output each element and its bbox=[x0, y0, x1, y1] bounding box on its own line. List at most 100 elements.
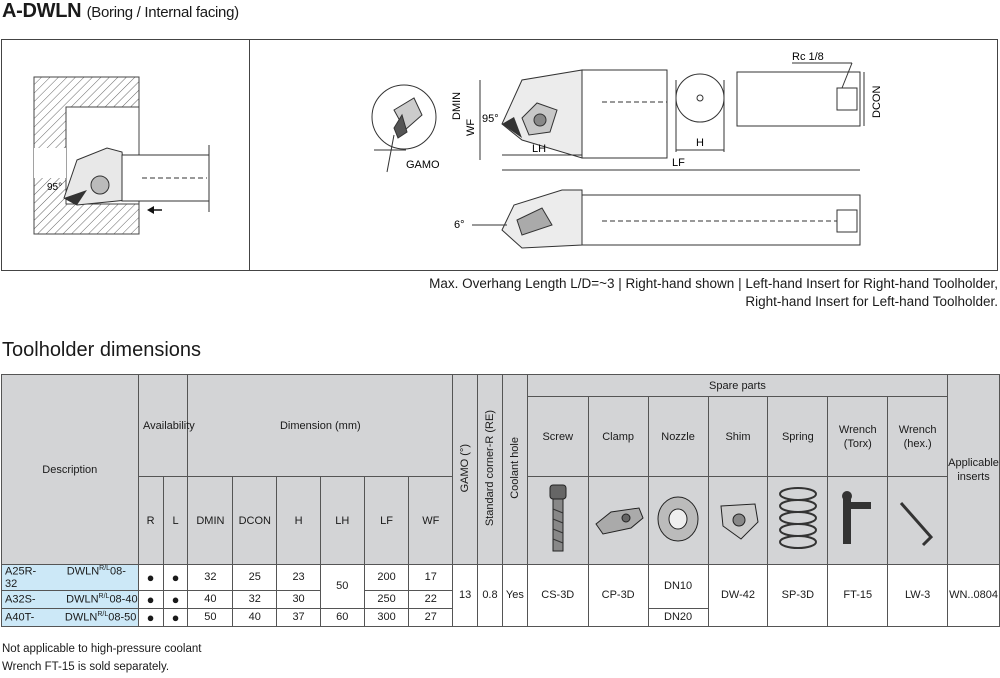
wrench-torx-value: FT-15 bbox=[827, 564, 889, 627]
lh-value: 60 bbox=[319, 607, 365, 627]
technical-drawing: 95° GAMO DMIN WF 95° LH LF bbox=[1, 39, 998, 271]
toolholder-end-view: H bbox=[675, 73, 725, 152]
wf-label: WF bbox=[465, 119, 477, 136]
clamp-image bbox=[587, 476, 649, 565]
coolant-value: Yes bbox=[501, 564, 528, 627]
dimensions-table: Description Availability Dimension (mm) … bbox=[1, 374, 1000, 627]
dmin-label: DMIN bbox=[451, 92, 463, 120]
shim-image bbox=[707, 476, 769, 565]
dcon-label: DCON bbox=[871, 86, 883, 118]
wrench-hex-value: LW-3 bbox=[887, 564, 949, 627]
toolholder-bottom-view: 6° bbox=[454, 189, 861, 249]
note-line-1: Max. Overhang Length L/D=~3 | Right-hand… bbox=[429, 276, 998, 291]
wrench-hex-image bbox=[887, 476, 949, 565]
bore-section-drawing: 95° bbox=[33, 76, 210, 235]
gamo-value: 13 bbox=[452, 564, 479, 627]
avail-l: ● bbox=[162, 607, 189, 627]
col-lh: LH bbox=[319, 476, 365, 565]
description-cell: A32S- DWLNR/L08-40 bbox=[1, 589, 139, 609]
drawing-note: Max. Overhang Length L/D=~3 | Right-hand… bbox=[429, 275, 998, 311]
lh-label: LH bbox=[532, 143, 546, 155]
col-nozzle: Nozzle bbox=[647, 396, 709, 477]
col-corner: Standard corner-R (RE) bbox=[477, 374, 503, 565]
lf-label: LF bbox=[672, 157, 685, 169]
col-lf: LF bbox=[363, 476, 410, 565]
title-main: A-DWLN bbox=[2, 0, 82, 22]
table-row: A40T- DWLNR/L08-50 ● ● 50 40 37 60 300 2… bbox=[1, 607, 1000, 627]
avail-l: ● bbox=[162, 564, 189, 591]
wf-value: 17 bbox=[408, 564, 454, 591]
h-value: 23 bbox=[276, 564, 321, 591]
col-screw: Screw bbox=[526, 396, 589, 477]
col-clamp: Clamp bbox=[587, 396, 649, 477]
wf-value: 22 bbox=[408, 589, 454, 609]
lh-shared-value: 50 bbox=[319, 564, 365, 609]
col-wf: WF bbox=[408, 476, 454, 565]
corner-value: 0.8 bbox=[477, 564, 503, 627]
shim-value: DW-42 bbox=[707, 564, 769, 627]
col-spare-parts: Spare parts bbox=[526, 374, 949, 397]
dcon-value: 40 bbox=[232, 607, 278, 627]
footnote-2: Wrench FT-15 is sold separately. bbox=[2, 661, 170, 673]
angle-95-left-label: 95° bbox=[47, 182, 62, 193]
col-availability: Availability bbox=[137, 374, 195, 477]
gamo-detail-drawing: GAMO bbox=[371, 84, 440, 173]
avail-l: ● bbox=[162, 589, 189, 609]
h-value: 30 bbox=[276, 589, 321, 609]
note-line-2: Right-hand Insert for Left-hand Toolhold… bbox=[745, 294, 998, 309]
col-wrench-torx: Wrench (Torx) bbox=[827, 396, 889, 477]
table-row: A25R- DWLNR/L08-32 ● ● 32 25 23 50 200 1… bbox=[1, 564, 1000, 627]
col-gamo: GAMO (°) bbox=[452, 374, 479, 565]
nozzle-image bbox=[647, 476, 709, 565]
description-cell: A40T- DWLNR/L08-50 bbox=[1, 607, 139, 627]
nozzle-value-2: DN20 bbox=[647, 607, 709, 627]
lf-value: 200 bbox=[363, 564, 410, 591]
gamo-label: GAMO bbox=[406, 159, 440, 171]
lf-value: 300 bbox=[363, 607, 410, 627]
wf-value: 27 bbox=[408, 607, 454, 627]
col-inserts: Applicable inserts bbox=[947, 374, 1000, 565]
col-description: Description bbox=[1, 374, 139, 565]
toolholder-top-view: DMIN WF 95° LH LF bbox=[451, 69, 860, 171]
col-dimension: Dimension (mm) bbox=[187, 374, 454, 477]
angle-95-label: 95° bbox=[482, 113, 499, 125]
angle-6-label: 6° bbox=[454, 219, 465, 231]
table-row: A32S- DWLNR/L08-40 ● ● 40 32 30 250 22 bbox=[1, 589, 1000, 609]
h-value: 37 bbox=[276, 607, 321, 627]
inserts-value: WN..0804 bbox=[947, 564, 1000, 627]
dmin-value: 32 bbox=[187, 564, 234, 591]
wrench-torx-image bbox=[827, 476, 889, 565]
nozzle-value-1: DN10 bbox=[647, 564, 709, 609]
col-wrench-hex: Wrench (hex.) bbox=[887, 396, 949, 477]
dmin-value: 50 bbox=[187, 607, 234, 627]
footnote-1: Not applicable to high-pressure coolant bbox=[2, 643, 202, 655]
rc-label: Rc 1/8 bbox=[792, 51, 824, 63]
dmin-value: 40 bbox=[187, 589, 234, 609]
col-l: L bbox=[162, 476, 189, 565]
col-spring: Spring bbox=[767, 396, 829, 477]
figure-divider bbox=[249, 40, 250, 270]
title-sub: (Boring / Internal facing) bbox=[86, 4, 240, 21]
col-dcon: DCON bbox=[232, 476, 278, 565]
col-shim: Shim bbox=[707, 396, 769, 477]
col-h: H bbox=[276, 476, 321, 565]
avail-r: ● bbox=[137, 607, 164, 627]
toolholder-side-view: Rc 1/8 DCON bbox=[736, 51, 883, 127]
screw-value: CS-3D bbox=[526, 564, 589, 627]
clamp-value: CP-3D bbox=[587, 564, 649, 627]
dcon-value: 25 bbox=[232, 564, 278, 591]
col-dmin: DMIN bbox=[187, 476, 234, 565]
h-label: H bbox=[696, 137, 704, 149]
description-cell: A25R- DWLNR/L08-32 bbox=[1, 564, 139, 591]
spring-image bbox=[767, 476, 829, 565]
col-r: R bbox=[137, 476, 164, 565]
dcon-value: 32 bbox=[232, 589, 278, 609]
drawing-svg: 95° GAMO DMIN WF 95° LH LF bbox=[33, 51, 883, 249]
avail-r: ● bbox=[137, 589, 164, 609]
screw-image bbox=[526, 476, 589, 565]
section-title: Toolholder dimensions bbox=[2, 339, 202, 361]
lf-value: 250 bbox=[363, 589, 410, 609]
avail-r: ● bbox=[137, 564, 164, 591]
page-title: A-DWLN (Boring / Internal facing) bbox=[2, 0, 239, 23]
spring-value: SP-3D bbox=[767, 564, 829, 627]
